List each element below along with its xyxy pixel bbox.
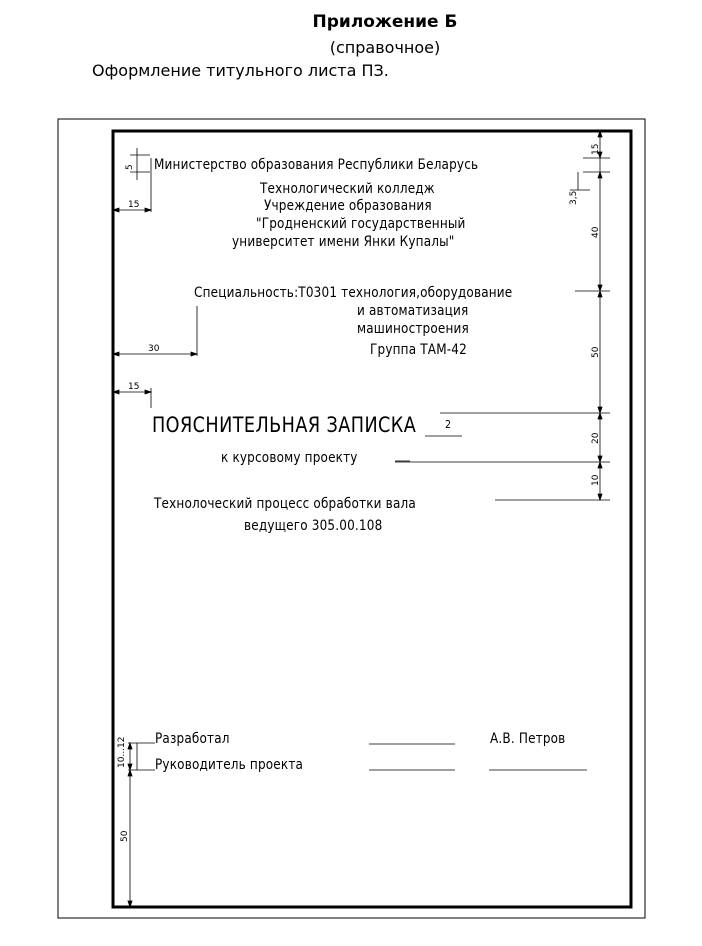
- dim-gap-50: 50: [591, 346, 601, 358]
- document-title-marker: 2: [445, 418, 452, 431]
- group-line: Группа ТАМ-42: [370, 342, 467, 358]
- institution-line-1: Учреждение образования: [264, 198, 432, 214]
- developed-label: Разработал: [155, 731, 230, 747]
- dim-top-15: 15: [591, 144, 601, 155]
- specialty-line-1: Специальность:Т0301 технология,оборудова…: [194, 285, 513, 301]
- dim-indent-30: 30: [148, 344, 160, 354]
- dim-indent-15-mid: 15: [128, 382, 139, 392]
- topic-line-2: ведущего 305.00.108: [244, 518, 383, 534]
- topic-line-1: Технолоческий процесс обработки вала: [154, 496, 416, 512]
- dim-indent-15-top: 15: [128, 200, 139, 210]
- specialty-line-2: и автоматизация: [357, 303, 469, 319]
- dim-text-height-5: 5: [125, 164, 135, 170]
- dimension-labels: 15 5 3,5 40 50 20 10 15 30 15 10...12 50: [117, 144, 601, 842]
- college-line: Технологический колледж: [260, 181, 435, 197]
- developed-name: А.В. Петров: [490, 731, 566, 747]
- dim-gap-20: 20: [591, 432, 601, 444]
- appendix-caption: Оформление титульного листа ПЗ.: [92, 61, 389, 80]
- supervisor-label: Руководитель проекта: [155, 757, 304, 773]
- dim-text-height-3-5: 3,5: [569, 191, 579, 205]
- dim-bottom-50: 50: [120, 830, 130, 842]
- ministry-line: Министерство образования Республики Бела…: [154, 157, 479, 173]
- specialty-line-3: машиностроения: [357, 321, 469, 337]
- outer-sheet-frame: [57, 118, 646, 919]
- dim-gap-40: 40: [591, 226, 601, 238]
- document-title: ПОЯСНИТЕЛЬНАЯ ЗАПИСКА: [152, 413, 417, 437]
- course-project-line: к курсовому проекту: [221, 450, 358, 466]
- dim-gap-10: 10: [591, 474, 601, 486]
- inner-border-frame: [111, 129, 633, 909]
- appendix-title: Приложение Б: [312, 12, 458, 32]
- dim-row-gap: 10...12: [117, 737, 127, 769]
- institution-line-3: университет имени Янки Купалы": [232, 234, 455, 250]
- dimension-lines: [111, 129, 610, 909]
- appendix-subtitle: (справочное): [329, 38, 441, 57]
- institution-line-2: "Гродненский государственный: [256, 216, 466, 232]
